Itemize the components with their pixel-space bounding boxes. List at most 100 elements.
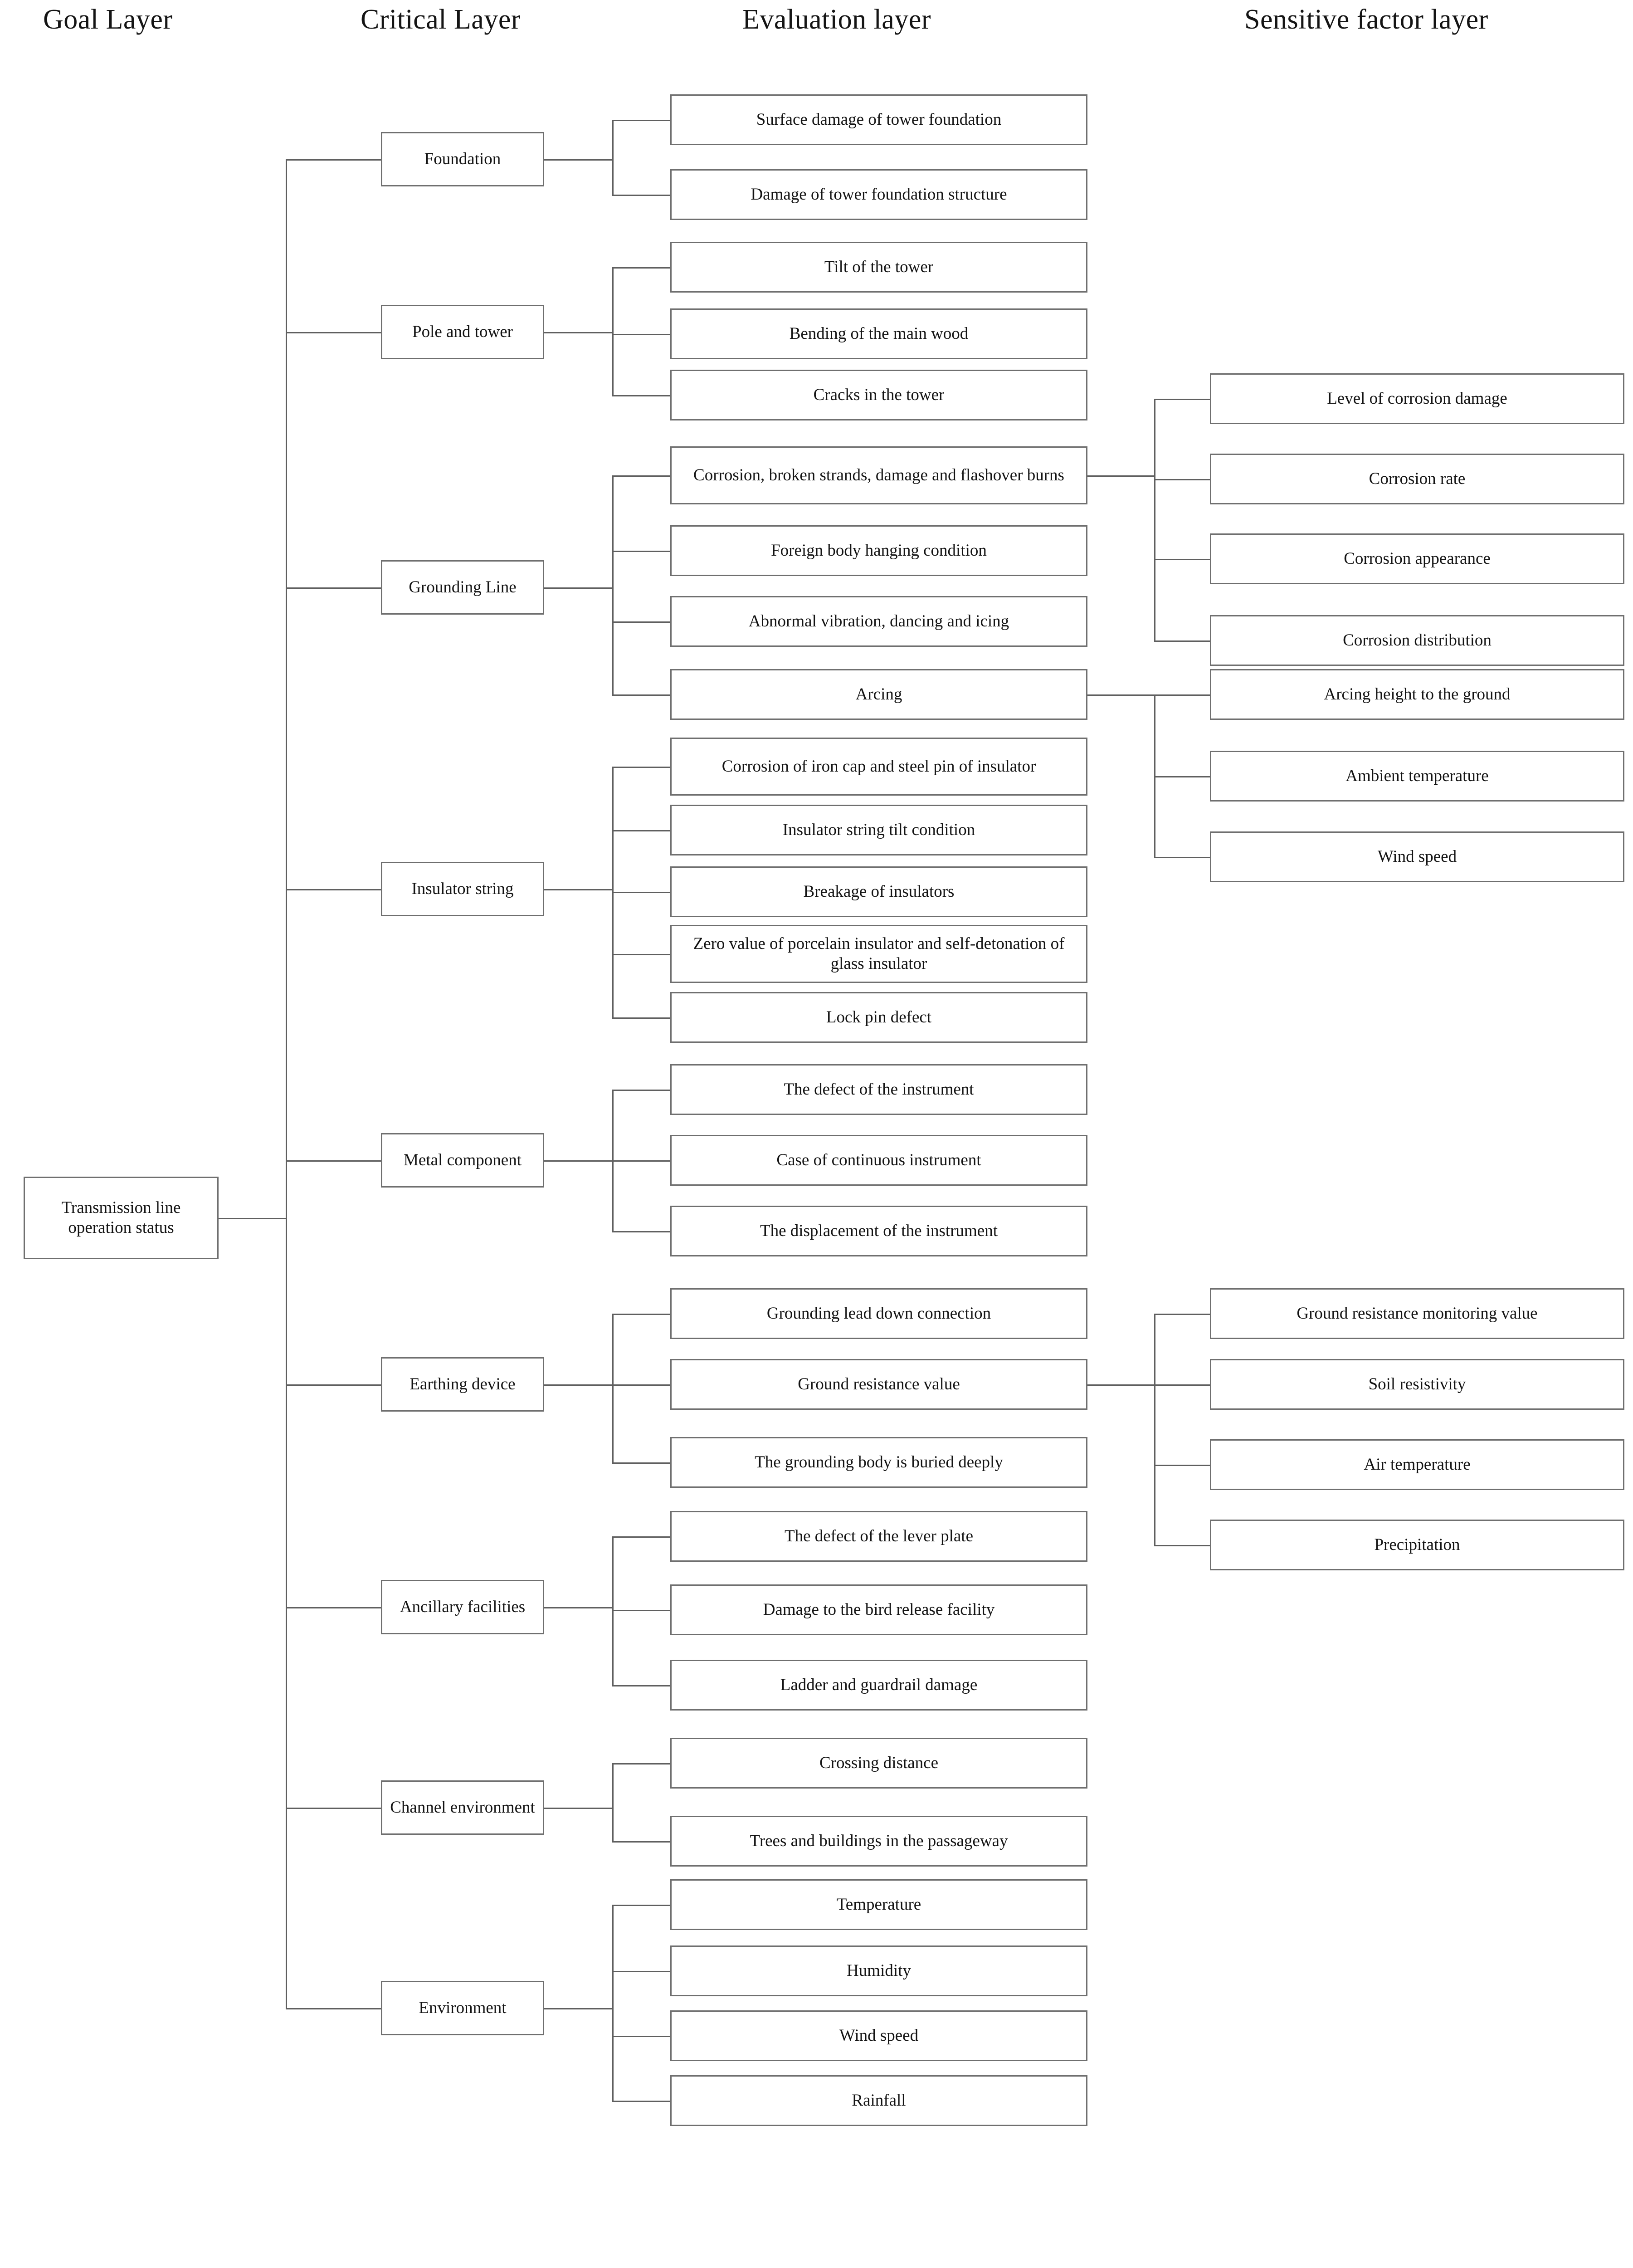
connector-channel_environment-to-bus xyxy=(544,1808,612,1809)
connector-bus-to-eval-channel_environment-1 xyxy=(612,1841,670,1843)
connector-bus-to-eval-insulator_string-1 xyxy=(612,830,670,831)
evaluation-node-ancillary_facilities-2[interactable]: Ladder and guardrail damage xyxy=(670,1660,1087,1711)
connector-bus-to-eval-environment-2 xyxy=(612,2036,670,2037)
connector-bus-to-eval-insulator_string-0 xyxy=(612,767,670,768)
sensitive-node-arcing_group-0[interactable]: Arcing height to the ground xyxy=(1210,669,1624,720)
evaluation-node-metal_component-1[interactable]: Case of continuous instrument xyxy=(670,1135,1087,1186)
connector-eval-to-sensbus-ground_resistance_group xyxy=(1087,1384,1154,1386)
connector-spine-to-environment xyxy=(286,2008,381,2009)
connector-sensbus-to-node-arcing_group-2 xyxy=(1154,857,1210,858)
sensitive-node-corrosion_group-2[interactable]: Corrosion appearance xyxy=(1210,533,1624,584)
sensitive-node-ground_resistance_group-3[interactable]: Precipitation xyxy=(1210,1520,1624,1570)
critical-node-metal_component[interactable]: Metal component xyxy=(381,1133,544,1188)
evaluation-node-earthing_device-1[interactable]: Ground resistance value xyxy=(670,1359,1087,1410)
evaluation-node-earthing_device-2[interactable]: The grounding body is buried deeply xyxy=(670,1437,1087,1488)
evaluation-node-ancillary_facilities-0[interactable]: The defect of the lever plate xyxy=(670,1511,1087,1562)
evaluation-node-metal_component-2[interactable]: The displacement of the instrument xyxy=(670,1206,1087,1256)
evaluation-node-insulator_string-3[interactable]: Zero value of porcelain insulator and se… xyxy=(670,925,1087,983)
connector-grounding_line-to-bus xyxy=(544,587,612,589)
connector-bus-to-eval-ancillary_facilities-2 xyxy=(612,1685,670,1686)
connector-bus-to-eval-ancillary_facilities-1 xyxy=(612,1610,670,1611)
evaluation-node-metal_component-0[interactable]: The defect of the instrument xyxy=(670,1064,1087,1115)
evaluation-node-ancillary_facilities-1[interactable]: Damage to the bird release facility xyxy=(670,1584,1087,1635)
evaluation-node-pole_and_tower-0[interactable]: Tilt of the tower xyxy=(670,242,1087,293)
evaluation-node-grounding_line-0[interactable]: Corrosion, broken strands, damage and fl… xyxy=(670,446,1087,504)
connector-bus-to-eval-grounding_line-2 xyxy=(612,621,670,623)
evaluation-node-foundation-0[interactable]: Surface damage of tower foundation xyxy=(670,94,1087,145)
connector-sensbus-to-node-arcing_group-0 xyxy=(1154,694,1210,696)
evaluation-node-channel_environment-1[interactable]: Trees and buildings in the passageway xyxy=(670,1816,1087,1867)
connector-bus-to-eval-earthing_device-0 xyxy=(612,1314,670,1315)
connector-bus-to-eval-channel_environment-0 xyxy=(612,1763,670,1765)
evaluation-node-grounding_line-3[interactable]: Arcing xyxy=(670,669,1087,720)
sensitive-node-ground_resistance_group-1[interactable]: Soil resistivity xyxy=(1210,1359,1624,1410)
critical-node-insulator_string[interactable]: Insulator string xyxy=(381,862,544,916)
connector-spine-to-earthing_device xyxy=(286,1384,381,1386)
connector-sensbus-corrosion_group xyxy=(1154,399,1155,640)
connector-spine-to-channel_environment xyxy=(286,1808,381,1809)
connector-environment-to-bus xyxy=(544,2008,612,2009)
connector-bus-to-eval-grounding_line-3 xyxy=(612,694,670,696)
critical-node-earthing_device[interactable]: Earthing device xyxy=(381,1357,544,1412)
column-header-1: Critical Layer xyxy=(361,4,521,35)
critical-node-channel_environment[interactable]: Channel environment xyxy=(381,1780,544,1835)
connector-bus-to-eval-insulator_string-2 xyxy=(612,892,670,893)
critical-node-grounding_line[interactable]: Grounding Line xyxy=(381,560,544,615)
connector-bus-to-eval-environment-1 xyxy=(612,1971,670,1972)
evaluation-node-foundation-1[interactable]: Damage of tower foundation structure xyxy=(670,169,1087,220)
connector-bus-to-eval-insulator_string-3 xyxy=(612,954,670,955)
connector-bus-to-eval-metal_component-1 xyxy=(612,1160,670,1162)
sensitive-node-arcing_group-2[interactable]: Wind speed xyxy=(1210,831,1624,882)
connector-bus-to-eval-metal_component-0 xyxy=(612,1090,670,1091)
sensitive-node-corrosion_group-3[interactable]: Corrosion distribution xyxy=(1210,615,1624,666)
evaluation-node-environment-1[interactable]: Humidity xyxy=(670,1945,1087,1996)
connector-bus-to-eval-environment-3 xyxy=(612,2101,670,2102)
sensitive-node-arcing_group-1[interactable]: Ambient temperature xyxy=(1210,751,1624,802)
connector-root-to-spine xyxy=(219,1218,286,1219)
critical-node-pole_and_tower[interactable]: Pole and tower xyxy=(381,305,544,359)
connector-bus-earthing_device xyxy=(612,1314,614,1462)
evaluation-node-environment-3[interactable]: Rainfall xyxy=(670,2075,1087,2126)
evaluation-node-environment-0[interactable]: Temperature xyxy=(670,1879,1087,1930)
connector-ancillary_facilities-to-bus xyxy=(544,1607,612,1608)
sensitive-node-ground_resistance_group-2[interactable]: Air temperature xyxy=(1210,1439,1624,1490)
connector-foundation-to-bus xyxy=(544,159,612,161)
column-header-2: Evaluation layer xyxy=(742,4,931,35)
sensitive-node-corrosion_group-0[interactable]: Level of corrosion damage xyxy=(1210,373,1624,424)
connector-bus-pole_and_tower xyxy=(612,267,614,395)
connector-bus-to-eval-earthing_device-1 xyxy=(612,1384,670,1386)
evaluation-node-insulator_string-1[interactable]: Insulator string tilt condition xyxy=(670,805,1087,855)
connector-insulator_string-to-bus xyxy=(544,889,612,890)
critical-node-foundation[interactable]: Foundation xyxy=(381,132,544,186)
column-header-0: Goal Layer xyxy=(43,4,173,35)
connector-bus-to-eval-pole_and_tower-0 xyxy=(612,267,670,269)
goal-node[interactable]: Transmission line operation status xyxy=(24,1177,219,1259)
sensitive-node-corrosion_group-1[interactable]: Corrosion rate xyxy=(1210,454,1624,504)
evaluation-node-grounding_line-2[interactable]: Abnormal vibration, dancing and icing xyxy=(670,596,1087,647)
evaluation-node-channel_environment-0[interactable]: Crossing distance xyxy=(670,1738,1087,1789)
evaluation-node-grounding_line-1[interactable]: Foreign body hanging condition xyxy=(670,525,1087,576)
connector-bus-to-eval-ancillary_facilities-0 xyxy=(612,1536,670,1538)
connector-spine-to-grounding_line xyxy=(286,587,381,589)
connector-sensbus-ground_resistance_group xyxy=(1154,1314,1155,1545)
sensitive-node-ground_resistance_group-0[interactable]: Ground resistance monitoring value xyxy=(1210,1288,1624,1339)
evaluation-node-pole_and_tower-1[interactable]: Bending of the main wood xyxy=(670,308,1087,359)
evaluation-node-insulator_string-4[interactable]: Lock pin defect xyxy=(670,992,1087,1043)
connector-sensbus-to-node-ground_resistance_group-1 xyxy=(1154,1384,1210,1386)
evaluation-node-insulator_string-2[interactable]: Breakage of insulators xyxy=(670,866,1087,917)
connector-sensbus-to-node-corrosion_group-3 xyxy=(1154,640,1210,642)
critical-node-environment[interactable]: Environment xyxy=(381,1981,544,2035)
critical-node-ancillary_facilities[interactable]: Ancillary facilities xyxy=(381,1580,544,1634)
connector-bus-to-eval-grounding_line-0 xyxy=(612,475,670,477)
connector-sensbus-to-node-ground_resistance_group-0 xyxy=(1154,1314,1210,1315)
connector-spine-to-ancillary_facilities xyxy=(286,1607,381,1608)
evaluation-node-pole_and_tower-2[interactable]: Cracks in the tower xyxy=(670,370,1087,420)
connector-bus-channel_environment xyxy=(612,1763,614,1841)
evaluation-node-insulator_string-0[interactable]: Corrosion of iron cap and steel pin of i… xyxy=(670,738,1087,796)
evaluation-node-environment-2[interactable]: Wind speed xyxy=(670,2010,1087,2061)
connector-spine-to-pole_and_tower xyxy=(286,332,381,333)
connector-bus-to-eval-insulator_string-4 xyxy=(612,1017,670,1019)
evaluation-node-earthing_device-0[interactable]: Grounding lead down connection xyxy=(670,1288,1087,1339)
connector-eval-to-sensbus-arcing_group xyxy=(1087,694,1154,696)
connector-sensbus-to-node-corrosion_group-2 xyxy=(1154,559,1210,560)
